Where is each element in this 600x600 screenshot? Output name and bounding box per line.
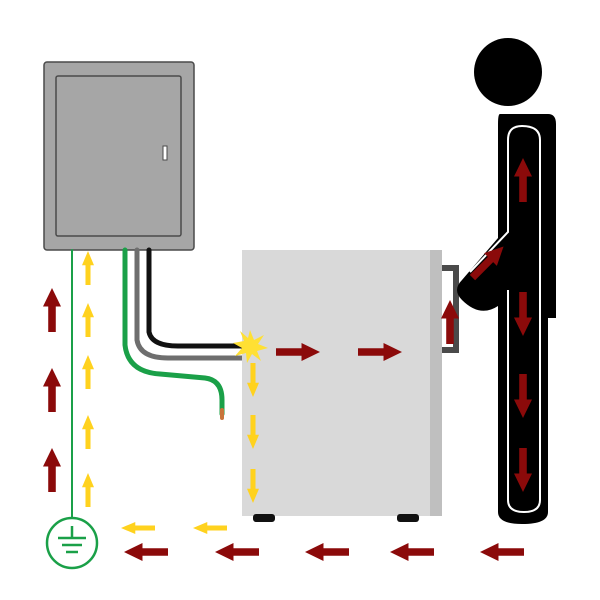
- fault-current-arrow: [276, 343, 320, 361]
- spark-icon: [233, 330, 268, 363]
- fault-current-arrow: [514, 158, 532, 202]
- leakage-current-arrow: [82, 303, 94, 337]
- fault-current-arrow: [390, 543, 434, 561]
- fault-current-arrow: [124, 543, 168, 561]
- leakage-current-arrow: [121, 522, 155, 534]
- fault-current-arrow: [43, 368, 61, 412]
- leakage-current-arrow: [82, 473, 94, 507]
- fault-current-arrow: [514, 448, 532, 492]
- leakage-current-arrow: [82, 415, 94, 449]
- leakage-current-arrow: [82, 251, 94, 285]
- panel-door: [55, 75, 182, 237]
- person-arm-outline: [469, 124, 541, 273]
- leakage-current-arrow: [247, 363, 259, 397]
- earth-ground-icon: [45, 516, 99, 570]
- fault-current-arrow: [43, 288, 61, 332]
- fault-current-arrow: [305, 543, 349, 561]
- fault-current-arrows: [43, 158, 532, 561]
- fault-current-arrow: [480, 543, 524, 561]
- fault-current-arrow: [441, 300, 459, 344]
- fault-current-arrow: [514, 292, 532, 336]
- appliance-icon: [242, 250, 459, 522]
- appliance-body: [242, 250, 430, 516]
- fault-current-arrow: [215, 543, 259, 561]
- leakage-current-arrow: [247, 415, 259, 449]
- person-leg-outline: [507, 140, 541, 514]
- hot-wire: [146, 247, 248, 349]
- neutral-wire: [134, 247, 248, 361]
- leakage-current-arrow: [247, 469, 259, 503]
- person-body: [457, 114, 556, 524]
- fault-current-arrow: [469, 246, 504, 281]
- fault-current-arrow: [514, 374, 532, 418]
- fault-current-arrow: [43, 448, 61, 492]
- panel-latch: [162, 145, 168, 161]
- appliance-side-panel: [430, 250, 442, 516]
- fault-current-arrow: [358, 343, 402, 361]
- electrical-panel-icon: [43, 61, 195, 251]
- appliance-handle: [442, 265, 459, 353]
- leakage-current-arrows: [82, 251, 259, 534]
- appliance-foot-right: [397, 514, 419, 522]
- leakage-current-arrow: [82, 355, 94, 389]
- person-icon: [457, 38, 556, 524]
- leakage-current-arrow: [193, 522, 227, 534]
- supply-wires: [71, 247, 248, 523]
- ground-wire: [122, 247, 225, 417]
- person-head: [474, 38, 542, 106]
- appliance-foot-left: [253, 514, 275, 522]
